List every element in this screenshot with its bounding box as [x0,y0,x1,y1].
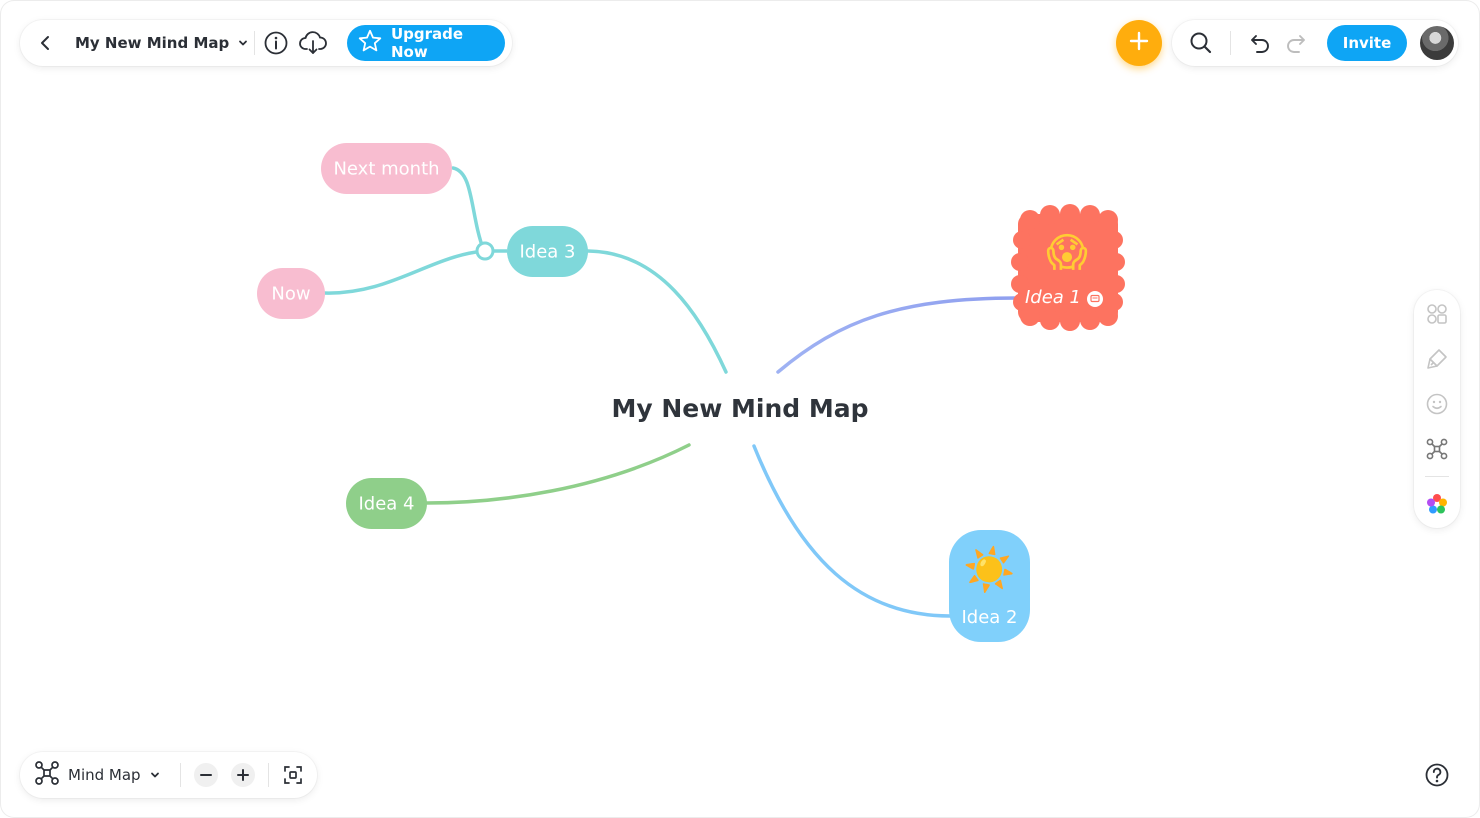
toolbar-divider [180,763,181,787]
toolbar-divider [1230,31,1231,55]
info-icon[interactable] [263,30,289,56]
zoom-in-icon[interactable] [231,763,255,787]
document-title-menu[interactable]: My New Mind Map [75,20,249,66]
view-toolbar: Mind Map [20,752,317,798]
avatar[interactable] [1420,26,1454,60]
help-icon[interactable] [1424,762,1450,788]
emoji-icon[interactable] [1425,392,1449,416]
star-icon [357,28,383,58]
upgrade-now-label: Upgrade Now [391,25,464,61]
branch-idea3 [586,249,728,374]
document-toolbar: My New Mind Map Upgrade Now [20,20,512,66]
fit-screen-icon[interactable] [281,763,305,787]
layout-label: Mind Map [68,766,141,784]
actions-toolbar: Invite [1172,20,1458,66]
plus-icon [1128,30,1150,56]
side-toolbar [1414,290,1460,528]
comment-icon[interactable] [1087,291,1103,307]
branch-idea1 [776,296,1020,374]
color-palette-icon[interactable] [1425,492,1449,516]
branch-idea2 [752,444,952,618]
node-now-label: Now [271,284,310,305]
undo-icon[interactable] [1248,31,1272,55]
chevron-down-icon [237,34,249,53]
structure-icon[interactable] [1425,437,1449,461]
style-brush-icon[interactable] [1425,347,1449,371]
branch-next-month [451,166,486,253]
toolbar-divider [254,31,255,55]
node-idea2-emoji: ☀️ [963,544,1015,595]
node-next-month-label: Next month [333,159,439,180]
node-next-month[interactable]: Next month [321,143,452,194]
invite-button[interactable]: Invite [1327,25,1407,61]
back-icon[interactable] [34,31,58,55]
mindmap-layout-icon [34,760,60,790]
branch-collapse-handle[interactable] [475,241,495,261]
node-idea1-label: Idea 1 [1025,287,1081,308]
node-idea2-label: Idea 2 [961,607,1017,628]
central-topic[interactable]: My New Mind Map [611,394,868,423]
cloud-download-icon[interactable] [298,29,328,57]
node-idea4-label: Idea 4 [358,494,414,515]
branch-now [322,249,486,295]
node-idea1[interactable]: 😱 Idea 1 [1011,204,1125,331]
search-icon[interactable] [1188,30,1214,56]
upgrade-now-button[interactable]: Upgrade Now [347,25,505,61]
redo-icon[interactable] [1284,31,1308,55]
toolbar-divider [268,763,269,787]
node-idea1-emoji: 😱 [1046,230,1088,276]
side-toolbar-divider [1425,476,1449,477]
zoom-out-icon[interactable] [194,763,218,787]
node-idea2[interactable]: ☀️ Idea 2 [949,530,1030,642]
node-idea4[interactable]: Idea 4 [346,478,427,529]
chevron-down-icon [149,766,161,785]
layout-switch[interactable]: Mind Map [34,760,161,790]
node-idea3-label: Idea 3 [519,242,575,263]
node-now[interactable]: Now [257,268,325,319]
document-title: My New Mind Map [75,34,230,52]
layout-icon[interactable] [1425,302,1449,326]
branch-idea4 [425,443,691,505]
add-element-button[interactable] [1116,20,1162,66]
node-idea3[interactable]: Idea 3 [507,226,588,277]
